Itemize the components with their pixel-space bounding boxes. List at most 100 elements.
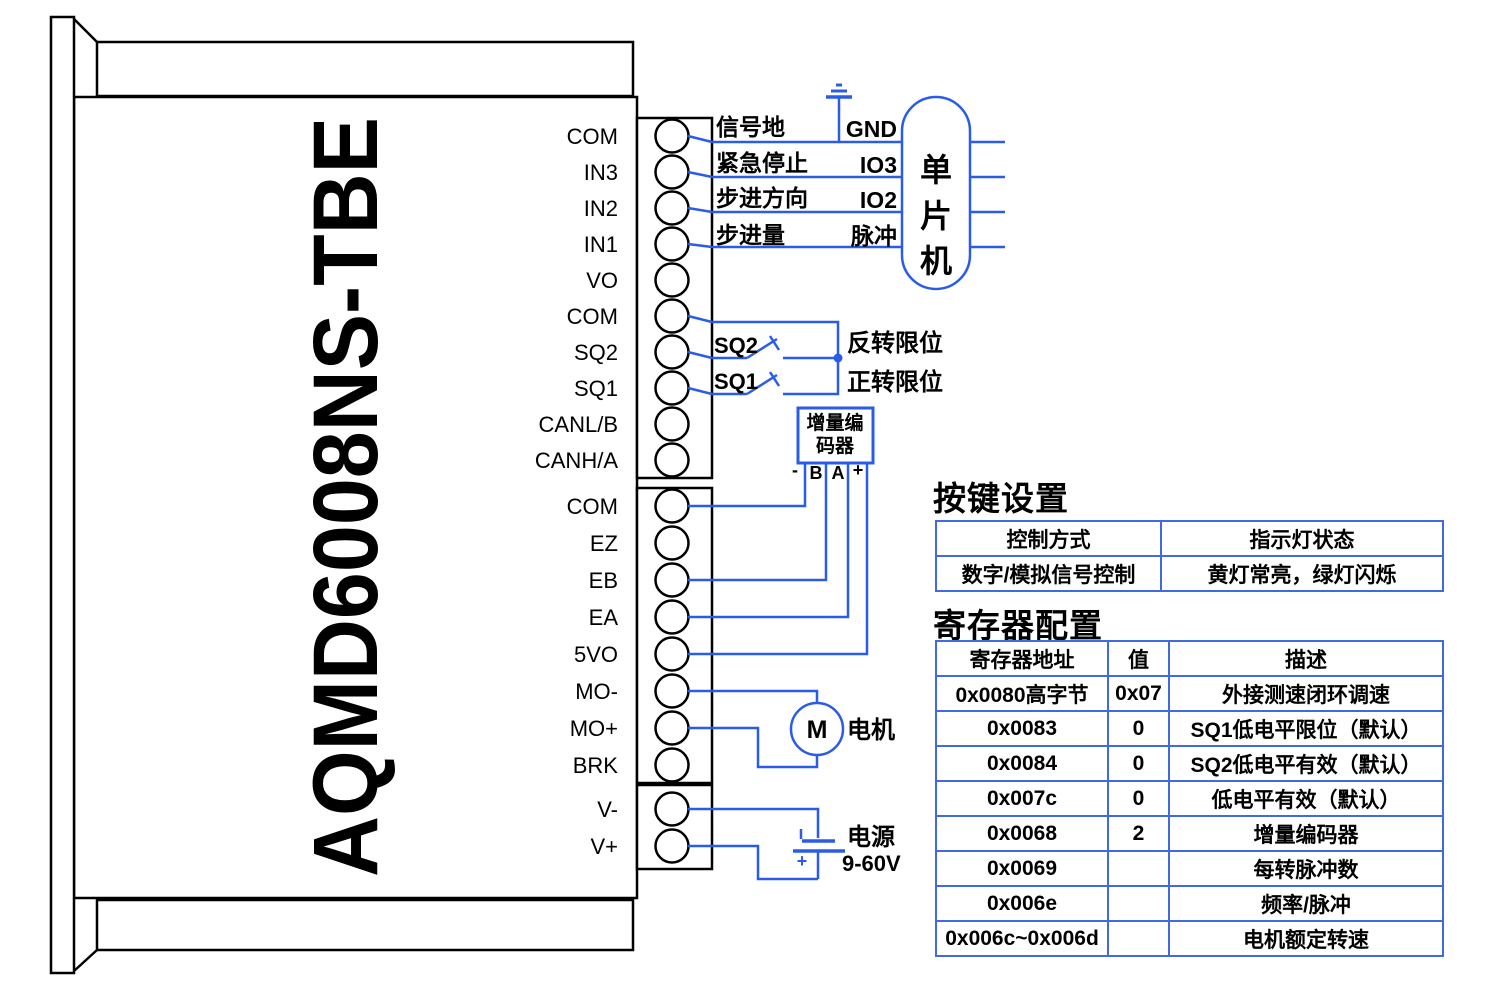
terminal-circle bbox=[654, 710, 690, 746]
motor-circle bbox=[789, 701, 845, 757]
device-bottom-flange bbox=[95, 898, 635, 952]
device-body bbox=[72, 95, 639, 900]
wire bbox=[687, 314, 840, 355]
register-value-cell bbox=[1107, 920, 1170, 957]
wire bbox=[687, 350, 747, 360]
register-value-cell: 0 bbox=[1107, 710, 1170, 747]
terminal-circle bbox=[654, 334, 690, 370]
register-value-cell bbox=[1107, 885, 1170, 922]
register-desc-cell: SQ2低电平有效（默认） bbox=[1168, 745, 1444, 782]
register-address-cell: 0x0068 bbox=[935, 815, 1109, 852]
table-row: 0x0084 0 SQ2低电平有效（默认） bbox=[935, 745, 1444, 782]
net-label: 信号地 bbox=[716, 114, 785, 140]
terminal-circle bbox=[654, 118, 690, 154]
wire bbox=[688, 463, 869, 656]
wire bbox=[688, 463, 807, 508]
encoder-pin-label: + bbox=[853, 460, 864, 480]
table-header-cell: 值 bbox=[1107, 640, 1170, 677]
terminal-circle bbox=[654, 828, 690, 864]
terminal-circle bbox=[654, 370, 690, 406]
terminal-circle bbox=[654, 599, 690, 635]
device-mounting-plate bbox=[49, 15, 76, 975]
switch-actuator bbox=[768, 335, 781, 351]
mcu-pin-label: IO3 bbox=[860, 152, 897, 178]
register-value-cell: 0 bbox=[1107, 745, 1170, 782]
terminal-circle bbox=[654, 190, 690, 226]
register-address-cell: 0x0069 bbox=[935, 850, 1109, 887]
keys-settings-table: 控制方式 指示灯状态 数字/模拟信号控制 黄灯常亮，绿灯闪烁 bbox=[935, 520, 1444, 592]
net-label: 步进方向 bbox=[716, 185, 808, 211]
switch-desc-label: 反转限位 bbox=[847, 329, 943, 357]
net-label: 步进量 bbox=[716, 222, 785, 248]
register-config-table: 寄存器地址 值 描述 0x0080高字节 0x07 外接测速闭环调速 0x008… bbox=[935, 640, 1444, 957]
register-desc-cell: SQ1低电平限位（默认） bbox=[1168, 710, 1444, 747]
mcu-pin-label: GND bbox=[846, 116, 897, 142]
terminal-labels: COM IN3 IN2 IN1 VO COM SQ2 SQ1 CANL/B CA… bbox=[535, 124, 618, 859]
register-config-title: 寄存器配置 bbox=[933, 607, 1103, 644]
terminal-circle bbox=[654, 525, 690, 561]
switch-label: SQ1 bbox=[714, 369, 758, 394]
terminal-label: CANH/A bbox=[535, 448, 618, 473]
device-model-label: AQMD6008NS-TBE bbox=[295, 117, 397, 877]
table-row: 0x007c 0 低电平有效（默认） bbox=[935, 780, 1444, 817]
wire bbox=[688, 726, 819, 769]
wire bbox=[687, 386, 747, 396]
table-row: 0x0080高字节 0x07 外接测速闭环调速 bbox=[935, 675, 1444, 712]
terminal-label: SQ1 bbox=[574, 376, 618, 401]
terminal-circle bbox=[654, 488, 690, 524]
switch-blade bbox=[746, 373, 778, 396]
register-desc-cell: 外接测速闭环调速 bbox=[1168, 675, 1444, 712]
keys-settings-title: 按键设置 bbox=[933, 480, 1069, 517]
mcu-label-char: 单 bbox=[920, 152, 952, 188]
terminal-circle bbox=[654, 406, 690, 442]
terminal-label: V- bbox=[597, 797, 618, 822]
register-address-cell: 0x0084 bbox=[935, 745, 1109, 782]
table-row: 0x0069 每转脉冲数 bbox=[935, 850, 1444, 887]
encoder-pin-label: - bbox=[792, 460, 798, 480]
terminal-circle bbox=[654, 262, 690, 298]
mcu: 单 片 机 bbox=[900, 95, 972, 291]
table-header-row: 控制方式 指示灯状态 bbox=[935, 520, 1444, 557]
table-row: 数字/模拟信号控制 黄灯常亮，绿灯闪烁 bbox=[935, 555, 1444, 592]
device-bottom-bevel bbox=[73, 949, 98, 972]
encoder-box bbox=[796, 406, 875, 465]
net-label: 紧急停止 bbox=[716, 150, 808, 176]
terminal-circle bbox=[654, 562, 690, 598]
terminal-label: BRK bbox=[573, 753, 619, 778]
wire-junction-dot bbox=[833, 353, 843, 363]
register-address-cell: 0x006c~0x006d bbox=[935, 920, 1109, 957]
table-header-cell: 指示灯状态 bbox=[1160, 520, 1444, 557]
power-supply: + 电源 9-60V bbox=[797, 824, 901, 876]
terminal-label: IN3 bbox=[584, 160, 618, 185]
terminal-label: IN1 bbox=[584, 232, 618, 257]
battery-plus-label: + bbox=[797, 851, 808, 871]
table-cell: 黄灯常亮，绿灯闪烁 bbox=[1160, 555, 1444, 592]
terminal-label: EA bbox=[589, 605, 619, 630]
mcu-label-char: 片 bbox=[920, 198, 952, 234]
terminal-label: EZ bbox=[590, 531, 618, 556]
register-address-cell: 0x007c bbox=[935, 780, 1109, 817]
terminal-label: 5VO bbox=[574, 642, 618, 667]
terminal-circle bbox=[654, 636, 690, 672]
wire bbox=[688, 844, 818, 881]
terminal-label: COM bbox=[567, 304, 618, 329]
switch-blade bbox=[746, 337, 778, 360]
terminal-label: V+ bbox=[590, 834, 618, 859]
mcu-pin-label: IO2 bbox=[860, 187, 897, 213]
terminal-circle bbox=[654, 298, 690, 334]
mcu-pin-label: 脉冲 bbox=[850, 223, 897, 249]
register-value-cell bbox=[1107, 850, 1170, 887]
terminal-circle bbox=[654, 791, 690, 827]
switch-label: SQ2 bbox=[714, 333, 758, 358]
terminal-label: COM bbox=[567, 494, 618, 519]
power-label: 电源 bbox=[847, 824, 895, 851]
motor-label: 电机 bbox=[847, 717, 895, 744]
wire bbox=[688, 807, 820, 838]
table-row: 0x0068 2 增量编码器 bbox=[935, 815, 1444, 852]
table-header-cell: 寄存器地址 bbox=[935, 640, 1109, 677]
register-value-cell: 0x07 bbox=[1107, 675, 1170, 712]
wire bbox=[687, 170, 902, 179]
terminal-circle bbox=[654, 154, 690, 190]
wires bbox=[687, 83, 1005, 881]
